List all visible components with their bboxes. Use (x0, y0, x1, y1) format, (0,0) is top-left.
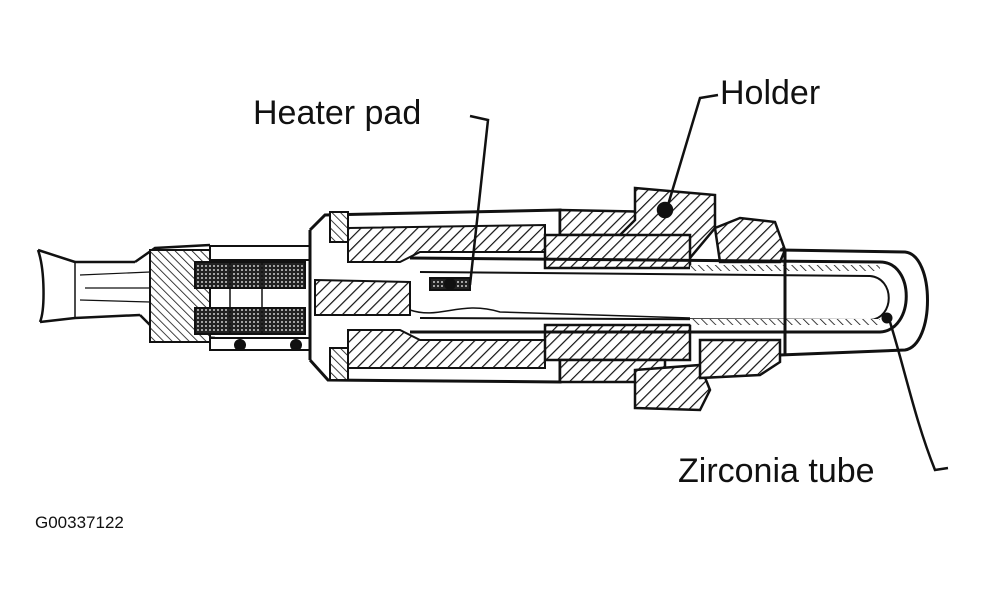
heater-pad-element (429, 277, 471, 291)
protection-cap (779, 248, 929, 357)
holder-body (543, 186, 787, 412)
figure-id: G00337122 (35, 513, 124, 532)
insulator-body (314, 223, 546, 369)
leader-lines (468, 93, 949, 472)
holder-label: Holder (720, 74, 820, 112)
zirconia-tube-label: Zirconia tube (678, 452, 875, 490)
heater-pad-label: Heater pad (253, 94, 421, 132)
terminal-section (149, 245, 311, 351)
sensor-cable (36, 243, 216, 340)
